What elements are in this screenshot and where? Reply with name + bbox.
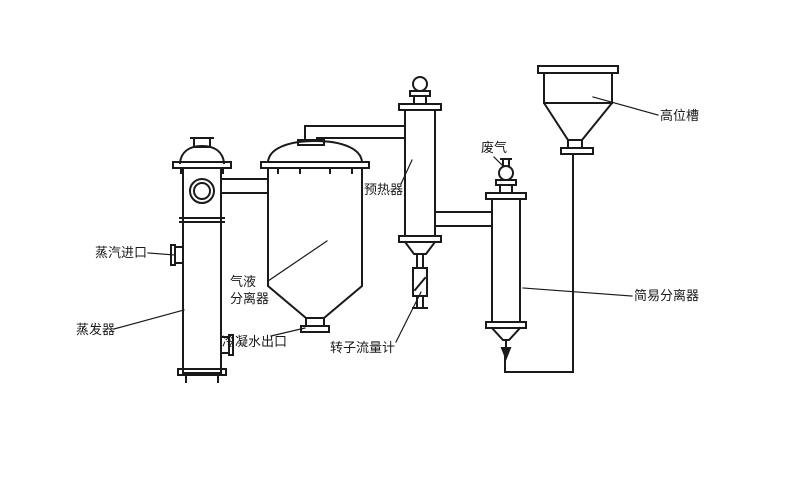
evaporator-vessel: [170, 137, 234, 383]
label-simple-separator: 简易分离器: [634, 288, 700, 303]
leader-lines: [113, 96, 659, 343]
label-condensate-outlet: 冷凝水出口: [222, 334, 288, 349]
label-evaporator: 蒸发器: [76, 322, 116, 337]
head-tank-vessel: [504, 65, 619, 373]
rotameter-device: [412, 267, 428, 309]
label-gas-liquid-separator: 气液 分离器: [230, 274, 270, 306]
label-waste-gas: 废气: [481, 140, 508, 155]
simple-separator-vessel: [485, 158, 527, 361]
label-rotameter: 转子流量计: [330, 340, 396, 355]
gas-liquid-separator-vessel: [260, 139, 370, 333]
pipe-preheater-to-simple-separator: [434, 211, 493, 227]
label-head-tank: 高位槽: [660, 108, 700, 123]
label-steam-inlet: 蒸汽进口: [95, 245, 148, 260]
pipe-evaporator-to-separator: [220, 178, 269, 194]
pipe-separator-to-preheater: [297, 125, 406, 146]
label-preheater: 预热器: [364, 182, 404, 197]
preheater-vessel: [398, 76, 442, 269]
